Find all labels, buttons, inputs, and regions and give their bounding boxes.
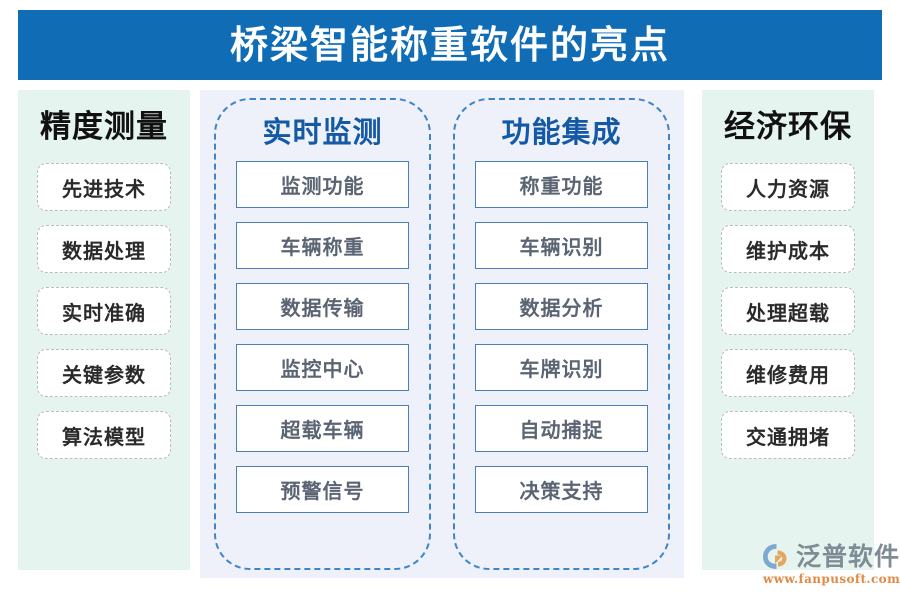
- brand-url: www.fanpusoft.com: [763, 572, 900, 586]
- list-item-label: 车牌识别: [519, 357, 604, 381]
- header-banner: 桥梁智能称重软件的亮点: [18, 10, 882, 80]
- list-item-label: 决策支持: [519, 479, 604, 503]
- list-item-label: 维修费用: [746, 362, 830, 387]
- list-item-label: 维护成本: [746, 238, 830, 263]
- column-left: 精度测量 先进技术 数据处理 实时准确 关键参数 算法模型: [18, 90, 190, 570]
- list-item[interactable]: 处理超载: [721, 287, 855, 335]
- list-item-label: 称重功能: [519, 174, 604, 198]
- list-item[interactable]: 维修费用: [721, 349, 855, 397]
- column-left-heading: 精度测量: [40, 109, 168, 145]
- column-right-heading: 经济环保: [724, 109, 852, 145]
- list-item[interactable]: 车辆识别: [475, 222, 648, 269]
- list-item-label: 关键参数: [62, 362, 146, 387]
- list-item-label: 监测功能: [280, 174, 365, 198]
- list-item-label: 交通拥堵: [746, 424, 830, 449]
- list-item[interactable]: 数据处理: [37, 225, 171, 273]
- fanpu-swoosh-logo-icon: [763, 544, 787, 569]
- list-item[interactable]: 数据传输: [236, 283, 409, 330]
- list-item[interactable]: 车牌识别: [475, 344, 648, 391]
- list-item[interactable]: 预警信号: [236, 466, 409, 513]
- list-item[interactable]: 监测功能: [236, 161, 409, 208]
- list-item-label: 数据分析: [519, 296, 604, 320]
- list-item-label: 超载车辆: [280, 418, 365, 442]
- column-center-right-heading: 功能集成: [501, 115, 622, 149]
- brand-logo-row: 泛普软件: [762, 543, 900, 570]
- list-item-label: 实时准确: [62, 300, 146, 325]
- list-item[interactable]: 实时准确: [37, 287, 171, 335]
- brand-name: 泛普软件: [796, 542, 900, 571]
- list-item[interactable]: 交通拥堵: [721, 411, 855, 459]
- list-item-label: 先进技术: [62, 176, 146, 201]
- list-item-label: 处理超载: [746, 300, 830, 325]
- list-item[interactable]: 决策支持: [475, 466, 648, 513]
- center-panel: 实时监测 监测功能 车辆称重 数据传输 监控中心 超载车辆 预警信号 功能集成: [200, 90, 684, 578]
- list-item[interactable]: 维护成本: [721, 225, 855, 273]
- list-item-label: 车辆称重: [280, 235, 365, 259]
- list-item-label: 人力资源: [746, 176, 830, 201]
- column-center-left: 实时监测 监测功能 车辆称重 数据传输 监控中心 超载车辆 预警信号: [214, 98, 431, 570]
- list-item[interactable]: 监控中心: [236, 344, 409, 391]
- list-item[interactable]: 称重功能: [475, 161, 648, 208]
- list-item[interactable]: 人力资源: [721, 163, 855, 211]
- list-item-label: 数据处理: [62, 238, 146, 263]
- list-item[interactable]: 关键参数: [37, 349, 171, 397]
- list-item[interactable]: 车辆称重: [236, 222, 409, 269]
- list-item[interactable]: 算法模型: [37, 411, 171, 459]
- list-item-label: 车辆识别: [519, 235, 604, 259]
- list-item[interactable]: 超载车辆: [236, 405, 409, 452]
- column-center-right: 功能集成 称重功能 车辆识别 数据分析 车牌识别 自动捕捉 决策支持: [453, 98, 670, 570]
- page-title: 桥梁智能称重软件的亮点: [229, 22, 670, 67]
- list-item[interactable]: 自动捕捉: [475, 405, 648, 452]
- column-right: 经济环保 人力资源 维护成本 处理超载 维修费用 交通拥堵: [702, 90, 874, 570]
- brand-logo: 泛普软件 www.fanpusoft.com: [762, 543, 900, 586]
- list-item-label: 预警信号: [280, 479, 365, 503]
- list-item-label: 数据传输: [280, 296, 365, 320]
- list-item-label: 自动捕捉: [519, 418, 604, 442]
- list-item-label: 监控中心: [280, 357, 365, 381]
- column-center-left-heading: 实时监测: [262, 115, 383, 149]
- list-item[interactable]: 先进技术: [37, 163, 171, 211]
- list-item-label: 算法模型: [62, 424, 146, 449]
- list-item[interactable]: 数据分析: [475, 283, 648, 330]
